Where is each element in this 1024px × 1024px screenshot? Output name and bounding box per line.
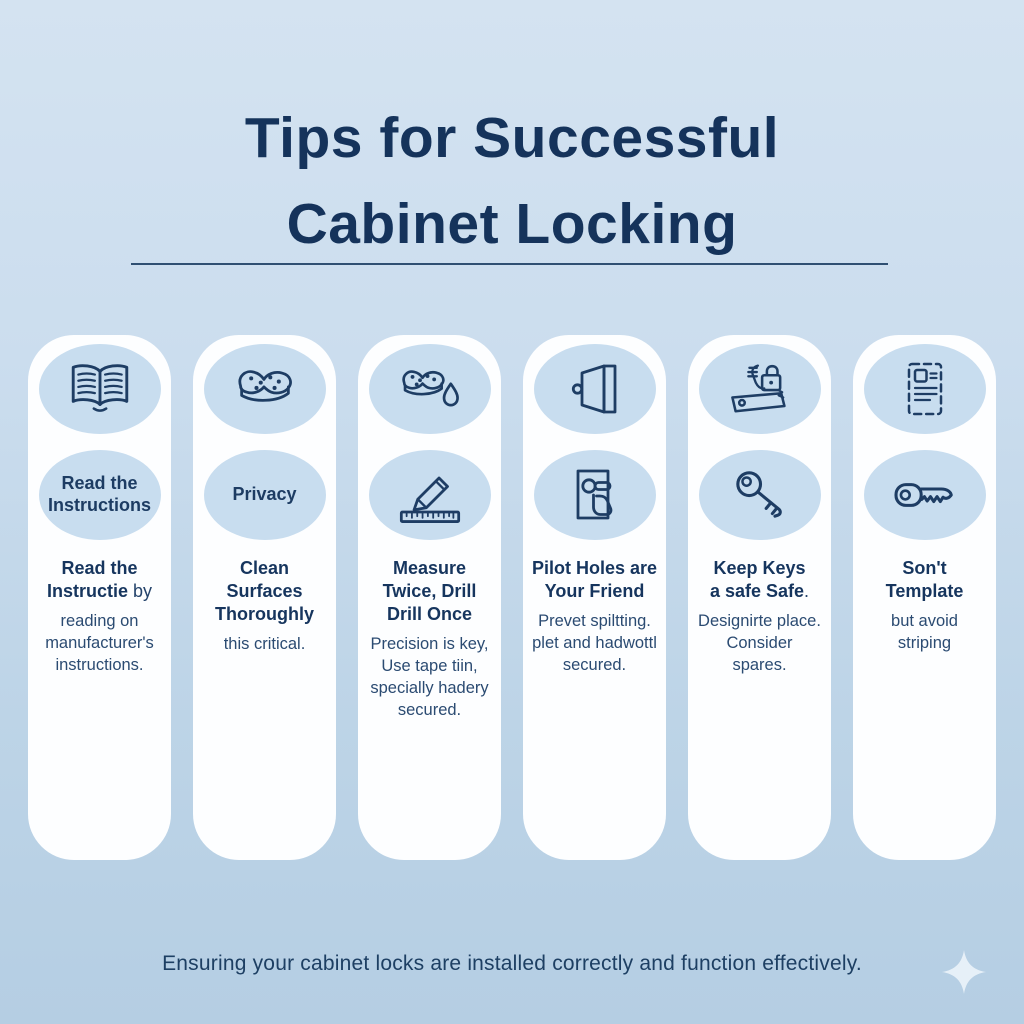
card-heading: Keep Keys a safe Safe. [709, 558, 810, 602]
card-heading: Clean Surfaces Thoroughly [215, 558, 314, 625]
card-body: this critical. [223, 635, 306, 654]
card-heading: Read the Instructie by [46, 558, 153, 602]
title-divider [131, 263, 888, 265]
badge-oval: Read the Instructions [38, 450, 161, 540]
tip-card-clean-surfaces: Privacy Clean Surfaces Thoroughly this c… [193, 335, 336, 860]
tip-card-template: Son't Template but avoid striping [853, 335, 996, 860]
icon-oval [863, 450, 986, 540]
icon-oval [38, 344, 161, 434]
badge-label: Read the Instructions [47, 473, 151, 515]
page-title-line1: Tips for Successful [244, 106, 780, 171]
card-body: reading on manufacturer's instructions. [45, 612, 154, 675]
tip-card-pilot-holes: Pilot Holes are Your Friend Prevet spilt… [523, 335, 666, 860]
padlock-install-icon [730, 364, 786, 413]
tip-cards-row: Read the Instructions Read the Instructi… [0, 335, 1024, 860]
tip-card-keep-keys: Keep Keys a safe Safe. Designirte place.… [688, 335, 831, 860]
key-icon [735, 471, 782, 518]
pencil-ruler-icon [399, 476, 460, 523]
card-body: Precision is key, Use tape tiin, special… [370, 635, 489, 720]
card-heading: Son't Template [885, 558, 964, 602]
badge-label: Privacy [232, 484, 297, 505]
card-body: Prevet spiltting. plet and hadwottl secu… [532, 612, 657, 675]
flat-key-icon [893, 483, 953, 507]
page-title: Tips for Successful Cabinet Locking [0, 96, 1024, 267]
four-point-star-icon [942, 950, 986, 994]
template-icon [907, 362, 942, 416]
open-book-icon [71, 364, 128, 412]
card-body: but avoid striping [891, 612, 958, 653]
icon-oval [698, 450, 821, 540]
tip-card-measure-twice: Measure Twice, Drill Drill Once Precisio… [358, 335, 501, 860]
card-heading: Pilot Holes are Your Friend [531, 558, 658, 602]
icon-oval [698, 344, 821, 434]
footer-tagline: Ensuring your cabinet locks are installe… [162, 952, 862, 975]
icon-oval [533, 450, 656, 540]
icon-oval [203, 344, 326, 434]
icon-oval [533, 344, 656, 434]
open-door-icon [571, 364, 616, 414]
sponge-droplet-icon [401, 370, 459, 407]
icon-oval [863, 344, 986, 434]
card-heading: Measure Twice, Drill Drill Once [382, 558, 477, 625]
badge-oval: Privacy [203, 450, 326, 540]
sponge-icon [238, 370, 292, 402]
tip-card-read-instructions: Read the Instructions Read the Instructi… [28, 335, 171, 860]
icon-oval [368, 450, 491, 540]
icon-oval [368, 344, 491, 434]
card-body: Designirte place. Consider spares. [698, 612, 821, 675]
page-title-line2: Cabinet Locking [286, 191, 738, 256]
hand-latch-icon [576, 469, 612, 520]
